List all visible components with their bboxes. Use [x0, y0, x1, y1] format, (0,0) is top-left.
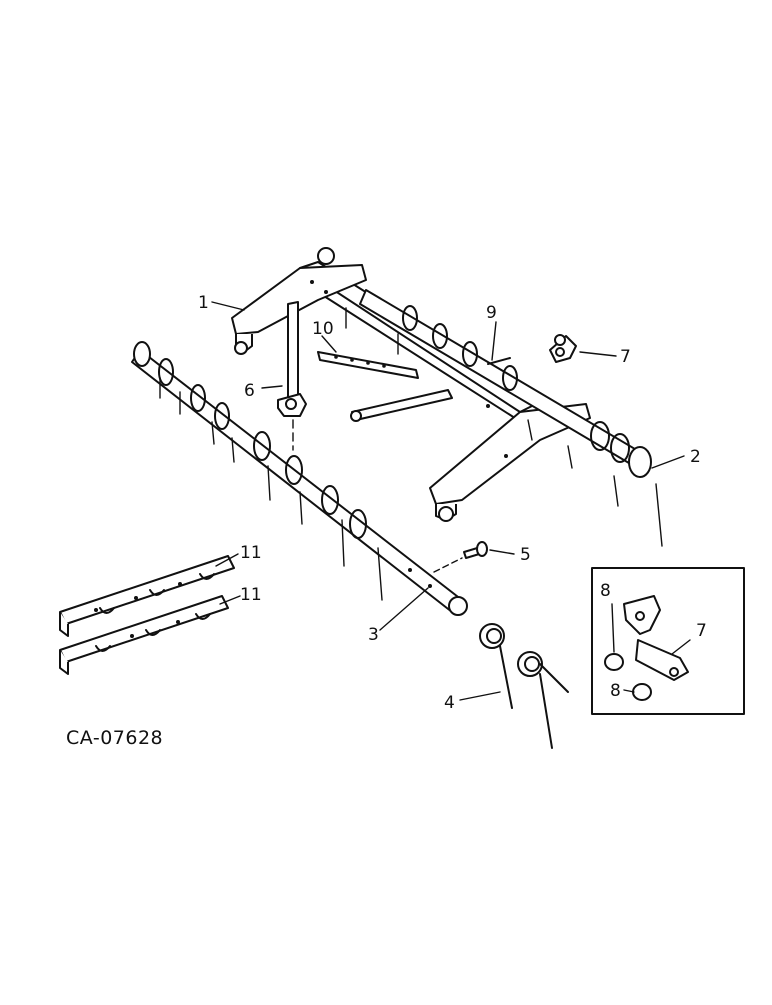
callouts: 1 2 3 4 5 6 7 8 8 9 10 11 11 7 — [198, 293, 707, 713]
callout-3: 3 — [368, 625, 379, 645]
callout-1: 1 — [198, 293, 209, 313]
callout-11-bottom: 11 — [240, 585, 262, 605]
callout-4: 4 — [444, 693, 455, 713]
callout-7: 7 — [620, 347, 631, 367]
inset-callout-8-top: 8 — [600, 581, 611, 601]
inset-callout-7: 7 — [696, 621, 707, 641]
inset-detail — [591, 567, 745, 715]
inset-callout-8-bottom: 8 — [610, 681, 621, 701]
callout-10: 10 — [312, 319, 334, 339]
bolt-5 — [433, 541, 488, 573]
callout-11-top: 11 — [240, 543, 262, 563]
rear-tine-bar — [345, 289, 663, 547]
leader-lines — [211, 301, 685, 701]
clip-7 — [549, 334, 577, 363]
callout-6: 6 — [244, 381, 255, 401]
link-bar-10 — [317, 351, 453, 422]
callout-5: 5 — [520, 545, 531, 565]
callout-9: 9 — [486, 303, 497, 323]
figure-code: CA-07628 — [66, 727, 163, 749]
spring-tines-4 — [479, 623, 569, 749]
strap-6 — [277, 301, 307, 451]
channels-11 — [59, 555, 235, 675]
front-tine-bar — [131, 341, 468, 616]
callout-2: 2 — [690, 447, 701, 467]
